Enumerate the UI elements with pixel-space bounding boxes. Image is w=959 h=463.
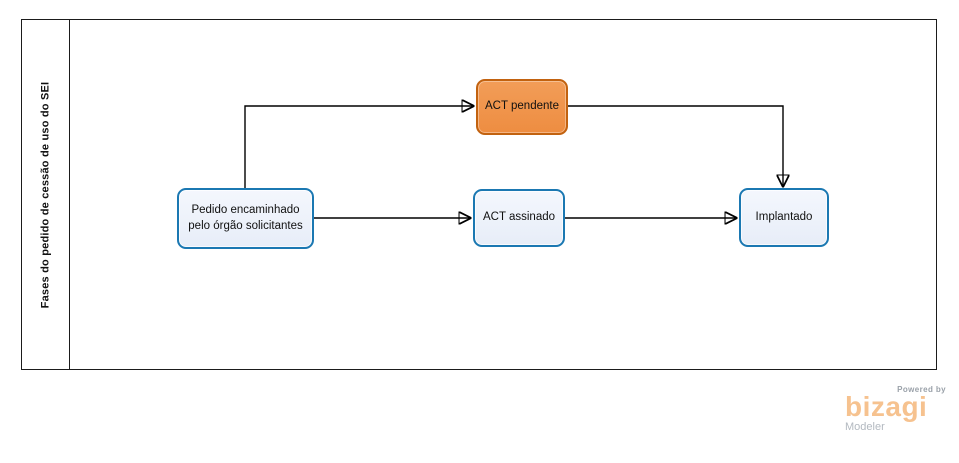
task-implantado[interactable]: Implantado [739,188,829,247]
task-label-line2: pelo órgão solicitantes [188,219,303,232]
bizagi-brand-text: bizagi [845,391,928,422]
task-label: Implantado [755,210,813,223]
pool-title: Fases do pedido de cessão de uso do SEI [39,81,52,308]
task-label: ACT pendente [485,100,559,113]
task-act-assinado[interactable]: ACT assinado [473,189,565,247]
pool-label-band: Fases do pedido de cessão de uso do SEI [22,20,70,369]
task-pedido-encaminhado[interactable]: Pedido encaminhado pelo órgão solicitant… [177,188,314,249]
bizagi-logo: Powered by bizagi Modeler [845,385,950,433]
task-label-line1: Pedido encaminhado [191,203,300,216]
task-act-pendente[interactable]: ACT pendente [476,79,568,135]
task-label: ACT assinado [482,211,556,224]
modeler-text: Modeler [845,420,885,433]
powered-by-text: Powered by [897,385,946,394]
